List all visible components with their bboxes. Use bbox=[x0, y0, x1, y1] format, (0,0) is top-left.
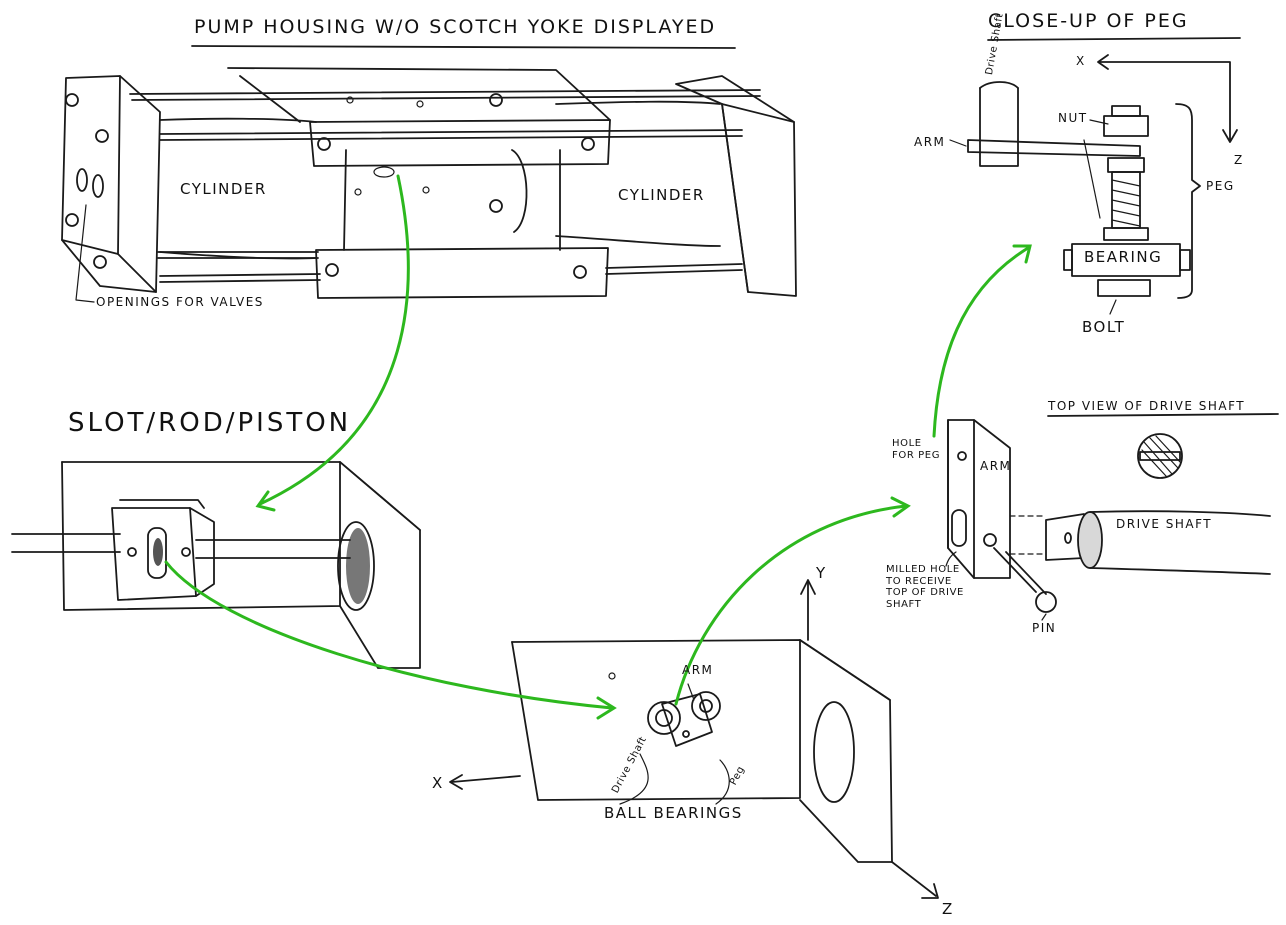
pump-housing-drawing bbox=[61, 45, 797, 303]
green-arrow-2 bbox=[164, 560, 617, 720]
drive-shaft-label-right: DRIVE SHAFT bbox=[1116, 517, 1213, 531]
nut-label: NUT bbox=[1058, 111, 1088, 125]
openings-label: OPENINGS FOR VALVES bbox=[96, 295, 264, 309]
axis-x-label-bottom: X bbox=[432, 774, 444, 792]
pump-housing-title: PUMP HOUSING W/O SCOTCH YOKE DISPLAYED bbox=[194, 16, 717, 38]
peg-label: PEG bbox=[1206, 179, 1235, 193]
close-up-title: CLOSE-UP OF PEG bbox=[988, 10, 1189, 32]
green-arrow-4 bbox=[932, 244, 1032, 438]
slot-rod-piston-drawing bbox=[11, 461, 421, 669]
arm-label: ARM bbox=[914, 135, 946, 149]
arm-block-label: ARM bbox=[980, 459, 1012, 473]
arm-label-bottom: ARM bbox=[682, 663, 714, 677]
hole-for-peg-label: HOLE FOR PEG bbox=[892, 438, 941, 461]
axis-z-label: Z bbox=[1234, 153, 1244, 167]
pin-label: PIN bbox=[1032, 621, 1057, 635]
arm-drive-shaft-drawing bbox=[945, 413, 1279, 621]
bearing-block-drawing bbox=[449, 579, 939, 899]
milled-hole-label: MILLED HOLE TO RECEIVE TOP OF DRIVE SHAF… bbox=[886, 564, 964, 610]
axis-y-label: Y bbox=[816, 564, 827, 582]
cylinder-right-label: CYLINDER bbox=[618, 186, 705, 204]
green-arrow-1 bbox=[255, 174, 410, 512]
close-up-peg-drawing bbox=[949, 37, 1241, 315]
top-view-title: TOP VIEW OF DRIVE SHAFT bbox=[1048, 399, 1246, 413]
bolt-label: BOLT bbox=[1082, 318, 1126, 336]
green-arrow-3 bbox=[674, 496, 911, 706]
ball-bearings-label: BALL BEARINGS bbox=[604, 804, 743, 822]
bearing-label: BEARING bbox=[1084, 248, 1163, 266]
axis-z-label-bottom: Z bbox=[942, 900, 954, 918]
cylinder-left-label: CYLINDER bbox=[180, 180, 267, 198]
slot-rod-piston-title: SLOT/ROD/PISTON bbox=[68, 408, 352, 438]
axis-x-label: X bbox=[1076, 54, 1086, 68]
